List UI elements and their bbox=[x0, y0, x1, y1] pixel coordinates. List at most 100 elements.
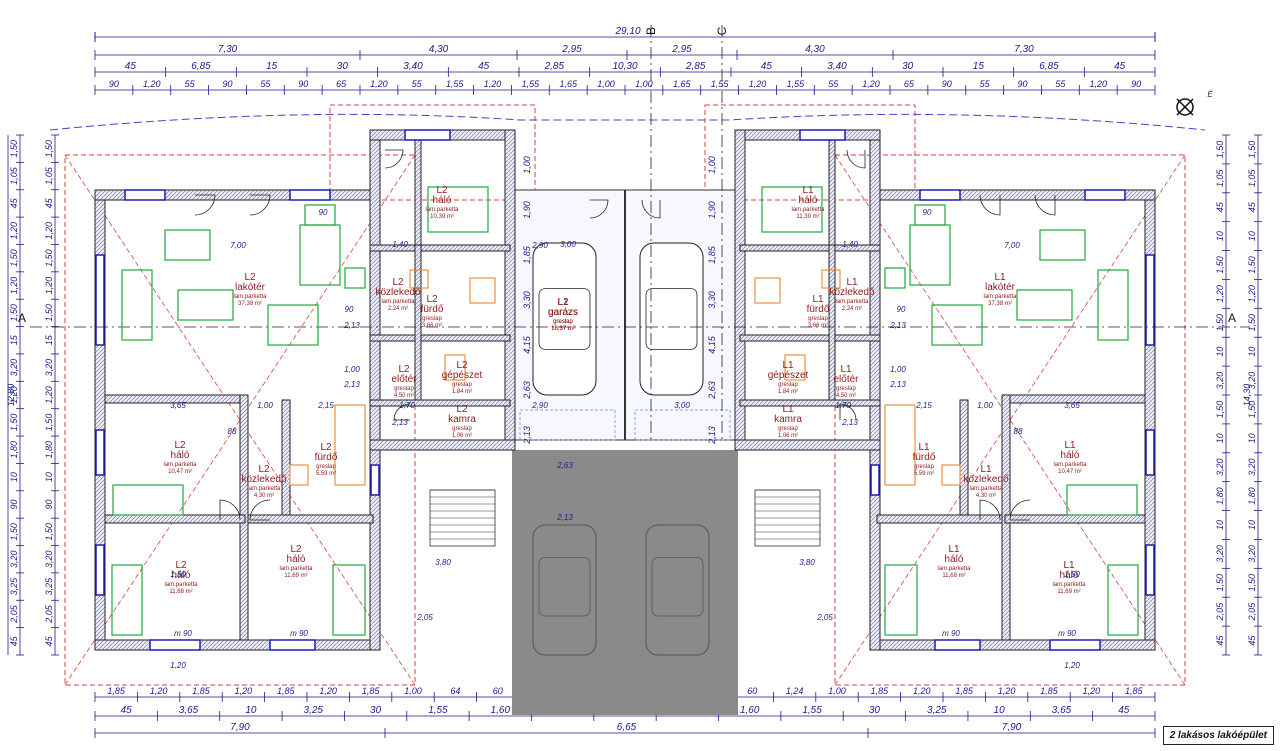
apartment-l2-wall-core-outer bbox=[369, 129, 381, 651]
inner-dim-l2-19: 2,05 bbox=[416, 613, 433, 622]
dim-row2-label: 3,40 bbox=[827, 61, 847, 72]
furniture-l1-sink bbox=[914, 204, 946, 226]
dim-row2-label: 30 bbox=[902, 61, 914, 72]
dim-left-inner-label: 2,05 bbox=[44, 604, 54, 624]
l1-room-10-finish: lam.parketta bbox=[969, 486, 1003, 492]
dim-row3-label: 1,20 bbox=[862, 79, 880, 89]
dim-bottom-row1-label: 60 bbox=[747, 686, 757, 696]
dim-left-outer-label: 1,20 bbox=[9, 386, 19, 404]
north-arrow-needle bbox=[1176, 98, 1194, 116]
dim-left-outer-label: 1,50 bbox=[9, 249, 19, 267]
furniture-l2-kitchen-island bbox=[299, 224, 341, 286]
l1-room-6-area: 4,50 m² bbox=[836, 393, 856, 399]
l1-room-8-finish: lam.parketta bbox=[1053, 462, 1087, 468]
dim-right-inner-label: 45 bbox=[1215, 201, 1225, 212]
inner-dim-l2-20: 1,20 bbox=[170, 661, 186, 670]
dim-bottom-row1-label: 1,85 bbox=[1040, 686, 1059, 696]
apartment-l1-window-top-1 bbox=[1084, 189, 1126, 201]
dim-left-outer-label: 45 bbox=[9, 635, 19, 646]
dim-bottom-row2-label: 30 bbox=[869, 705, 881, 716]
l2-room-0-finish: lam.parketta bbox=[233, 294, 267, 300]
dim-bottom-row1-label: 64 bbox=[450, 686, 460, 696]
l2-room-7-finish: greslap bbox=[452, 426, 472, 432]
dim-left-outer-label: 2,05 bbox=[9, 604, 19, 624]
l2-room-8-id: L2 bbox=[174, 440, 186, 451]
dim-bottom-row2-label: 30 bbox=[370, 705, 382, 716]
dim-row3-label: 1,55 bbox=[787, 79, 806, 89]
dim-bottom-row1-label: 1,00 bbox=[404, 686, 422, 696]
door-l1-b bbox=[979, 194, 1001, 216]
dim-left-outer-label: 3,20 bbox=[9, 359, 19, 377]
l2-room-7-id: L2 bbox=[456, 404, 468, 415]
dim-left-outer-label: 90 bbox=[9, 499, 19, 509]
dim-right-inner-label: 1,50 bbox=[1215, 141, 1225, 159]
roof-outline-right-ridge bbox=[1009, 154, 1186, 421]
garage-dim-right-2: 1,85 bbox=[707, 245, 717, 264]
garage-dim-left-4: 4,15 bbox=[522, 335, 532, 354]
dim-bottom-row2-label: 45 bbox=[1118, 705, 1130, 716]
l2-room-0-area: 37,38 m² bbox=[238, 301, 262, 307]
door-l2-bed-a bbox=[219, 499, 241, 521]
north-arrow-circle bbox=[1176, 98, 1194, 116]
dim-bottom-row2-label: 45 bbox=[121, 705, 133, 716]
dim-bottom-row1-label: 1,20 bbox=[998, 686, 1016, 696]
inner-dim-l2-16: 1,40 bbox=[392, 240, 408, 249]
roof-outline-right-ridge bbox=[1009, 419, 1186, 686]
inner-dim-l1-4: 2,13 bbox=[889, 380, 906, 389]
l1-room-4-finish: greslap bbox=[553, 319, 573, 325]
furniture-l2-dining-table bbox=[267, 304, 319, 346]
inner-dim-l1-6: 1,00 bbox=[977, 401, 993, 410]
dim-right-outer-label: 1,80 bbox=[1247, 487, 1257, 505]
garage-dim-right-6: 2,13 bbox=[707, 426, 717, 445]
roof-outline-entry-left bbox=[329, 104, 536, 201]
dim-row3-label: 1,55 bbox=[446, 79, 465, 89]
l1-room-6-finish: greslap bbox=[836, 386, 856, 392]
axis-label-b: B bbox=[644, 27, 658, 35]
dim-bottom-row1-label: 1,20 bbox=[319, 686, 337, 696]
apartment-l1-wall-interior-h2 bbox=[1004, 514, 1146, 524]
dim-right-inner-label: 1,50 bbox=[1215, 401, 1225, 419]
dim-bottom-row3-label: 7,90 bbox=[230, 722, 250, 733]
door-l1-entry bbox=[839, 403, 857, 421]
furniture-l1-bed-c bbox=[884, 564, 918, 636]
l2-room-5-finish: greslap bbox=[452, 382, 472, 388]
dim-row3-label: 55 bbox=[185, 79, 196, 89]
dim-bottom-row1-label: 60 bbox=[493, 686, 503, 696]
dim-left-total: 12,80 bbox=[6, 384, 16, 407]
l2-room-8-label: háló bbox=[171, 450, 190, 461]
door-l1-c bbox=[846, 149, 866, 169]
apartment-l2-wall-garage-side bbox=[504, 129, 516, 441]
roof-outline-right-ridge bbox=[834, 419, 1011, 686]
dim-right-inner-label: 10 bbox=[1215, 231, 1225, 241]
dim-left-outer-label: 1,80 bbox=[9, 441, 19, 459]
furniture-l1-sofa bbox=[1097, 269, 1129, 341]
furniture-l1-bathtub bbox=[884, 404, 916, 486]
l1-room-7-id: L1 bbox=[782, 404, 794, 415]
apartment-l1-wall-interior-v2 bbox=[959, 399, 969, 516]
roof-outline-entry-right bbox=[704, 104, 916, 201]
furniture-l1-bath-shower bbox=[754, 277, 781, 304]
l1-room-5-label: gépészet bbox=[768, 370, 809, 381]
l2-room-10-finish: lam.parketta bbox=[247, 486, 281, 492]
dim-row3-label: 55 bbox=[412, 79, 423, 89]
l1-room-12-finish: lam.parketta bbox=[937, 566, 971, 572]
furniture-l1-bed-b bbox=[1107, 564, 1139, 636]
dim-left-outer-label: 1,50 bbox=[9, 523, 19, 541]
apartment-l1-wall-garage-side bbox=[734, 129, 746, 441]
dim-left-outer-label: 1,50 bbox=[9, 140, 19, 158]
dim-right-inner-label: 3,20 bbox=[1215, 545, 1225, 563]
dim-right-inner-label: 1,80 bbox=[1215, 487, 1225, 505]
apartment-l2-window-top-1 bbox=[124, 189, 166, 201]
l1-room-0-label: lakótér bbox=[985, 282, 1016, 293]
apartment-l1-wall-core-h3 bbox=[739, 399, 881, 407]
axis-label-a-right: A bbox=[1228, 311, 1236, 325]
apartment-l1-window-bed-b bbox=[1145, 544, 1155, 596]
furniture-l1-bed-top bbox=[761, 186, 823, 233]
roof-outline-left-ridge bbox=[64, 154, 241, 421]
roof-outline-left-ridge bbox=[239, 419, 416, 686]
apartment-l1-wall-core-h2 bbox=[739, 334, 881, 342]
car-driveway-right-body bbox=[645, 524, 710, 656]
l1-room-3-area: 3,66 m² bbox=[808, 323, 828, 329]
dim-row2-label: 2,85 bbox=[544, 61, 565, 72]
dim-row3-label: 1,20 bbox=[484, 79, 502, 89]
